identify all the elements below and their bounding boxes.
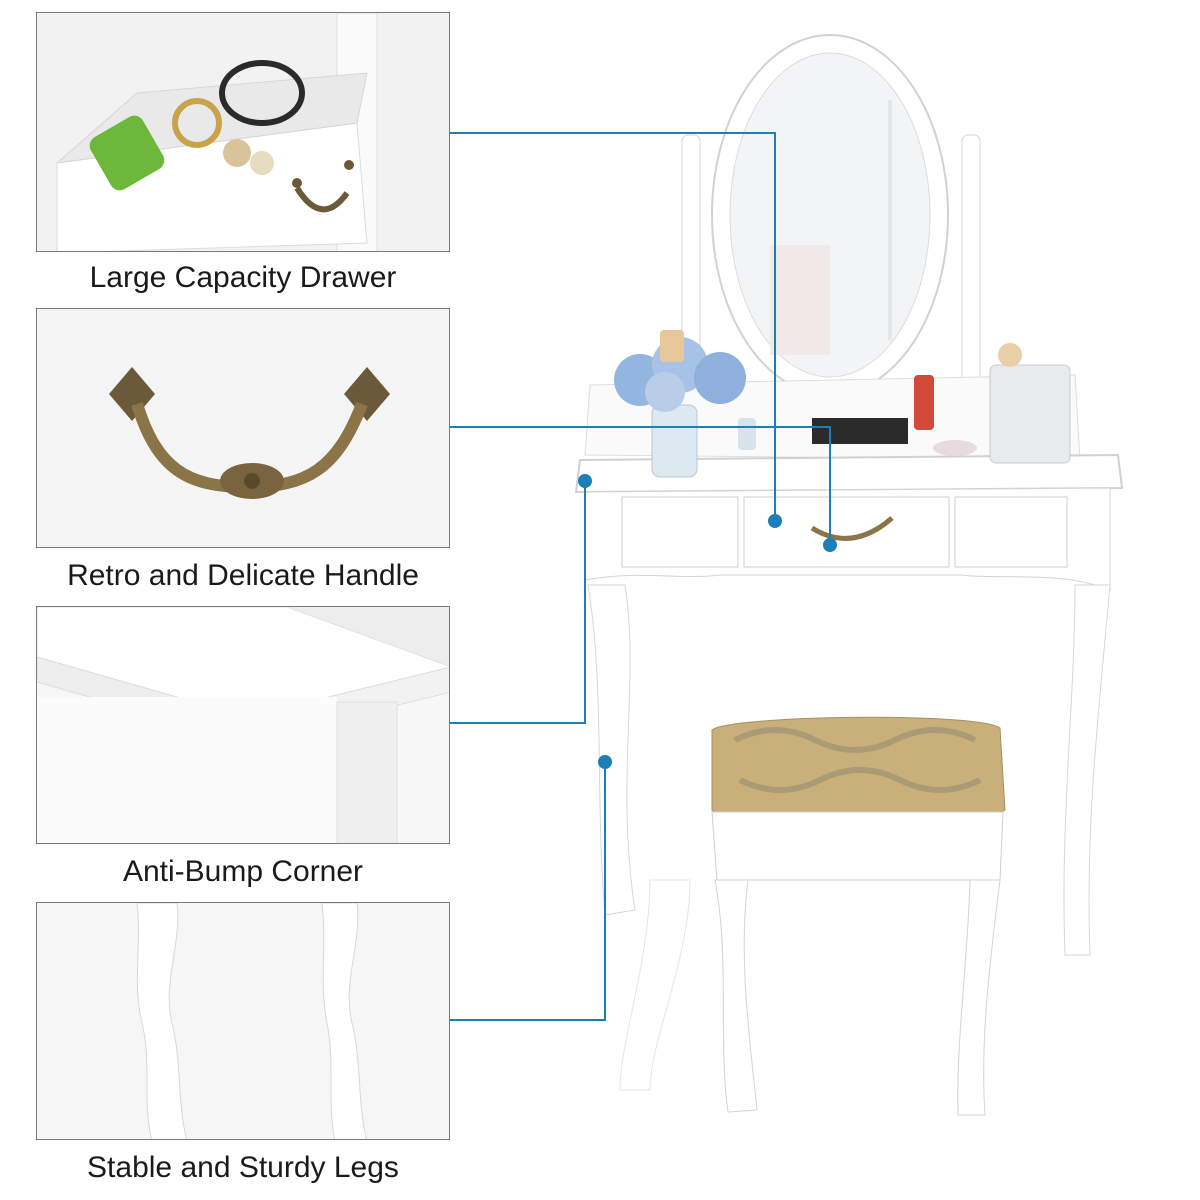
feature-panel-corner bbox=[36, 606, 450, 844]
caption-handle: Retro and Delicate Handle bbox=[67, 559, 419, 592]
legs-closeup-image bbox=[37, 903, 449, 1139]
feature-panel-drawer bbox=[36, 12, 450, 252]
feature-panel-legs bbox=[36, 902, 450, 1140]
caption-drawer: Large Capacity Drawer bbox=[89, 261, 397, 294]
drawer-closeup-image bbox=[37, 13, 449, 251]
caption-legs: Stable and Sturdy Legs bbox=[87, 1151, 399, 1184]
caption-corner: Anti-Bump Corner bbox=[122, 855, 364, 888]
corner-closeup-image bbox=[37, 607, 449, 843]
handle-closeup-image bbox=[37, 309, 449, 547]
feature-panel-handle bbox=[36, 308, 450, 548]
upholstered-stool bbox=[619, 716, 1006, 1116]
oval-mirror bbox=[711, 34, 949, 396]
